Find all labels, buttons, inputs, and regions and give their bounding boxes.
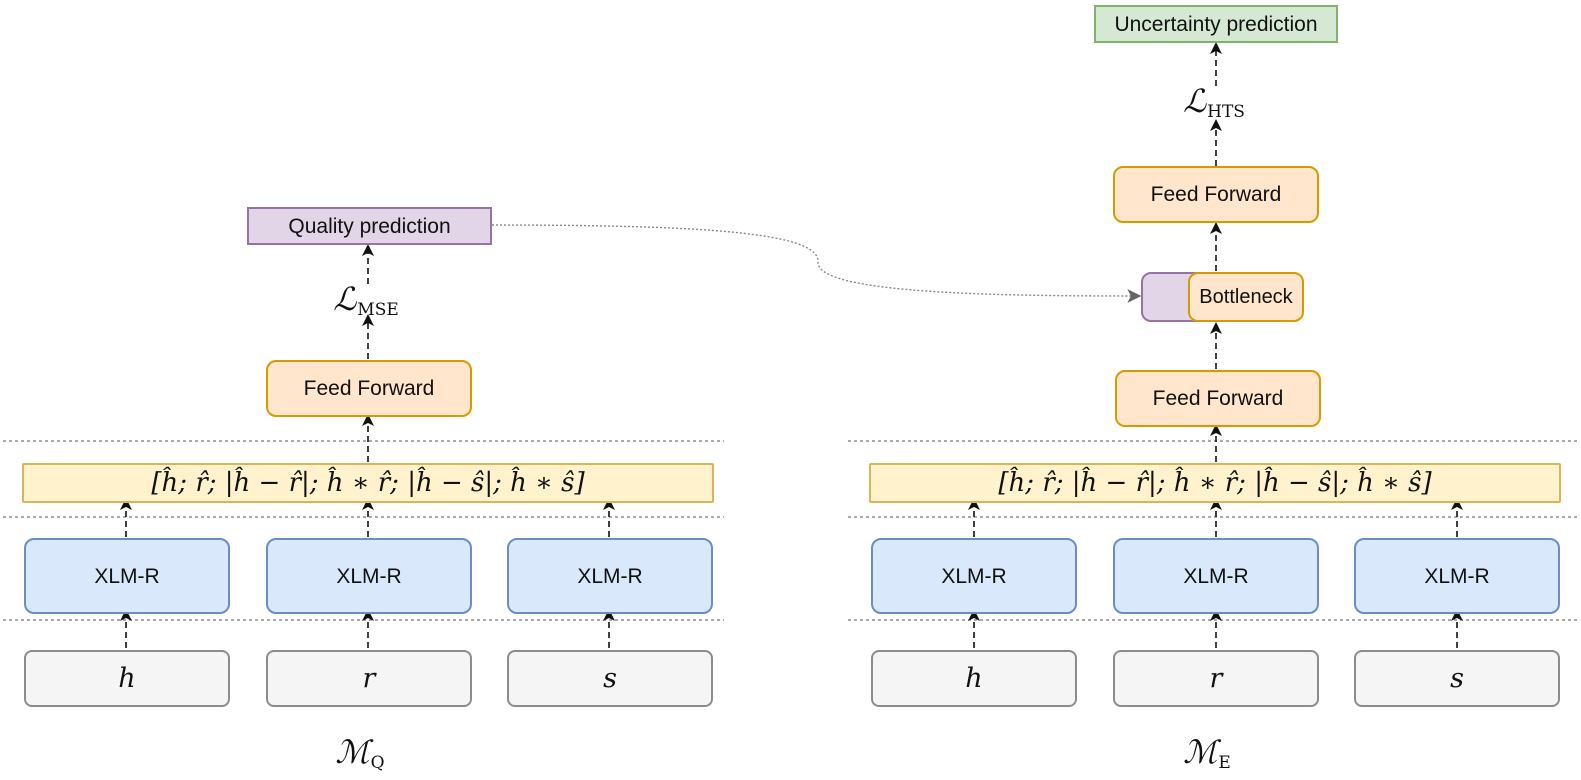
model-q-subscript: Q	[370, 753, 385, 773]
model-e-label: ℳE	[1183, 733, 1231, 772]
quality-prediction-box: Quality prediction	[247, 207, 492, 245]
model-q-symbol: ℳ	[335, 733, 370, 771]
input-s-right: s	[1354, 650, 1560, 707]
input-h-right: h	[871, 650, 1077, 707]
encoder-r-left: XLM-R	[266, 538, 472, 614]
concat-vector-left: [ĥ; r̂; |ĥ − r̂|; ĥ ∗ r̂; |ĥ − ŝ|; ĥ ∗ ŝ…	[22, 463, 714, 503]
loss-hts-label: ℒHTS	[1183, 82, 1245, 121]
encoder-s-right: XLM-R	[1354, 538, 1560, 614]
arrows-left-model	[120, 244, 615, 648]
model-e-subscript: E	[1218, 753, 1231, 773]
feed-forward-upper-right: Feed Forward	[1113, 166, 1319, 223]
concat-vector-right: [ĥ; r̂; |ĥ − r̂|; ĥ ∗ r̂; |ĥ − ŝ|; ĥ ∗ ŝ…	[869, 463, 1561, 503]
input-r-right: r	[1113, 650, 1319, 707]
loss-mse-subscript: MSE	[357, 300, 399, 320]
bottleneck-box: Bottleneck	[1188, 272, 1304, 322]
input-s-left: s	[507, 650, 713, 707]
arrows-right-model	[968, 42, 1463, 648]
model-q-label: ℳQ	[335, 733, 384, 772]
input-r-left: r	[266, 650, 472, 707]
encoder-r-right: XLM-R	[1113, 538, 1319, 614]
uncertainty-prediction-box: Uncertainty prediction	[1094, 5, 1338, 43]
encoder-h-right: XLM-R	[871, 538, 1077, 614]
encoder-s-left: XLM-R	[507, 538, 713, 614]
loss-hts-symbol: ℒ	[1183, 82, 1207, 120]
input-h-left: h	[24, 650, 230, 707]
loss-mse-label: ℒMSE	[333, 280, 399, 319]
feed-forward-left: Feed Forward	[266, 360, 472, 417]
arrow-quality-to-bottleneck	[491, 224, 1142, 303]
feed-forward-lower-right: Feed Forward	[1115, 370, 1321, 427]
loss-hts-subscript: HTS	[1207, 102, 1245, 122]
model-e-symbol: ℳ	[1183, 733, 1218, 771]
loss-mse-symbol: ℒ	[333, 280, 357, 318]
encoder-h-left: XLM-R	[24, 538, 230, 614]
